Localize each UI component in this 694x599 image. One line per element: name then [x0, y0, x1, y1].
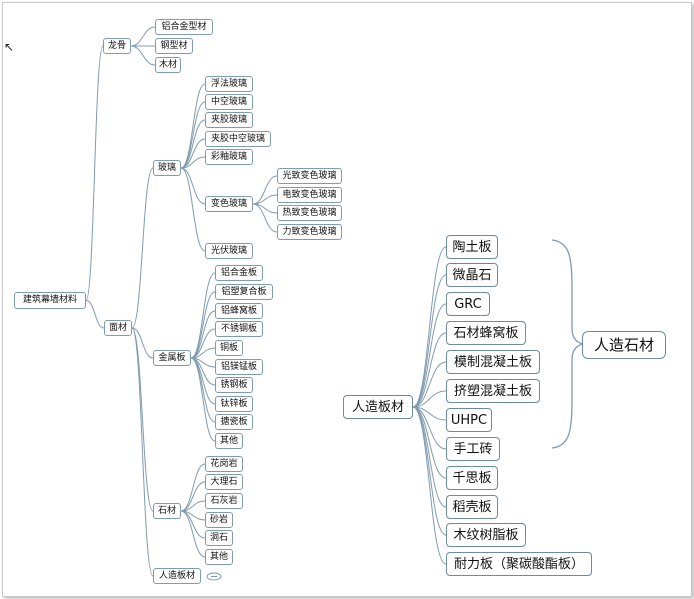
node-artificial-panel-child[interactable]: UHPC	[446, 408, 492, 432]
connector-line	[85, 300, 105, 329]
node-glass-child[interactable]: 浮法玻璃	[205, 76, 253, 92]
node-stone-child[interactable]: 洞石	[205, 530, 233, 546]
connector-line	[412, 332, 447, 408]
cursor-icon: ↖	[4, 40, 15, 54]
connector-line	[180, 83, 206, 169]
connector-line	[190, 310, 216, 359]
node-color-change-child[interactable]: 热致变色玻璃	[277, 205, 342, 221]
connector-line	[130, 45, 156, 66]
connector-line	[131, 327, 154, 359]
node-artificial-stone[interactable]: 人造石材	[582, 331, 666, 359]
node-stone-child[interactable]: 砂岩	[205, 512, 233, 528]
node-stone-child[interactable]: 石灰岩	[205, 493, 243, 509]
node-artificial-panel-child[interactable]: 陶土板	[446, 235, 498, 259]
connector-line	[180, 167, 206, 205]
node-artificial-panel-large[interactable]: 人造板材	[343, 395, 413, 419]
connector-line	[412, 406, 447, 565]
connector-line	[190, 272, 216, 359]
connector-line	[131, 327, 154, 577]
connector-line	[180, 167, 206, 252]
node-color-change-glass[interactable]: 变色玻璃	[205, 196, 253, 212]
node-glass-child[interactable]: 中空玻璃	[205, 94, 253, 110]
connector-line	[180, 101, 206, 169]
connector-line	[180, 156, 206, 169]
node-artificial-panel-child[interactable]: 手工砖	[446, 437, 500, 461]
node-stone-child[interactable]: 其他	[205, 549, 233, 565]
connector-line	[412, 390, 447, 408]
node-artificial-panel-child[interactable]: 石材蜂窝板	[446, 321, 526, 345]
root-node-curtain-wall-materials[interactable]: 建筑幕墙材料	[14, 292, 86, 309]
connector-line	[180, 119, 206, 169]
node-stone-child[interactable]: 大理石	[205, 474, 243, 490]
node-artificial-panel-child[interactable]: 千思板	[446, 466, 498, 490]
connector-line	[412, 406, 447, 536]
node-stone-child[interactable]: 花岗岩	[205, 456, 243, 472]
connector-line	[190, 328, 216, 359]
node-metal-child[interactable]: 铜板	[215, 340, 243, 356]
collapse-toggle-icon[interactable]	[206, 572, 222, 581]
node-artificial-panel-child[interactable]: 耐力板（聚碳酸酯板）	[446, 552, 592, 576]
node-artificial-panel-child[interactable]: 木纹树脂板	[446, 523, 526, 547]
connector-line	[252, 203, 278, 233]
node-artificial-panel-child[interactable]: 挤塑混凝土板	[446, 379, 540, 403]
node-facing-material[interactable]: 面材	[104, 320, 132, 336]
connector-line	[131, 167, 154, 329]
connector-line	[130, 26, 156, 47]
node-metal-panel[interactable]: 金属板	[153, 350, 191, 366]
node-stone[interactable]: 石材	[153, 503, 181, 519]
node-metal-child[interactable]: 不锈钢板	[215, 321, 263, 337]
connector-line	[180, 481, 206, 512]
node-metal-child[interactable]: 其他	[215, 433, 243, 449]
connector-line	[131, 327, 154, 512]
connector-line	[180, 463, 206, 512]
connector-line	[412, 246, 447, 408]
connector-line	[412, 274, 447, 408]
node-artificial-panel-child[interactable]: GRC	[446, 292, 490, 316]
node-metal-child[interactable]: 铝蜂窝板	[215, 303, 263, 319]
node-keel-child[interactable]: 钢型材	[155, 38, 193, 54]
node-artificial-panel-child[interactable]: 微晶石	[446, 263, 498, 287]
node-artificial-panel-child[interactable]: 模制混凝土板	[446, 350, 540, 374]
node-artificial-panel[interactable]: 人造板材	[153, 568, 201, 584]
node-glass-child[interactable]: 彩釉玻璃	[205, 149, 253, 165]
group-brace	[551, 239, 585, 449]
node-glass-child[interactable]: 夹胶玻璃	[205, 112, 253, 128]
node-pv-glass[interactable]: 光伏玻璃	[205, 243, 253, 259]
connector-line	[190, 357, 216, 423]
connector-line	[180, 510, 206, 558]
node-artificial-panel-child[interactable]: 稻壳板	[446, 495, 498, 519]
connector-line	[190, 357, 216, 442]
connector-line	[190, 347, 216, 359]
node-keel-child[interactable]: 铝合金型材	[155, 19, 213, 35]
node-metal-child[interactable]: 铝镁锰板	[215, 359, 263, 375]
connector-line	[412, 406, 447, 508]
node-color-change-child[interactable]: 力致变色玻璃	[277, 224, 342, 240]
node-keel-child[interactable]: 木材	[155, 57, 181, 73]
node-glass[interactable]: 玻璃	[153, 160, 181, 176]
connector-line	[180, 138, 206, 169]
node-glass-child[interactable]: 夹胶中空玻璃	[205, 131, 271, 147]
connector-line	[180, 500, 206, 512]
connector-line	[412, 361, 447, 408]
node-metal-child[interactable]: 搪瓷板	[215, 414, 253, 430]
connector-line	[85, 45, 104, 301]
node-color-change-child[interactable]: 光致变色玻璃	[277, 168, 342, 184]
node-metal-child[interactable]: 钛锌板	[215, 396, 253, 412]
node-metal-child[interactable]: 铝塑复合板	[215, 284, 273, 300]
node-metal-child[interactable]: 锈钢板	[215, 377, 253, 393]
node-keel[interactable]: 龙骨	[103, 38, 131, 54]
node-metal-child[interactable]: 铝合金板	[215, 265, 263, 281]
node-color-change-child[interactable]: 电致变色玻璃	[277, 187, 342, 203]
connector-line	[252, 175, 278, 205]
connector-line	[412, 303, 447, 408]
